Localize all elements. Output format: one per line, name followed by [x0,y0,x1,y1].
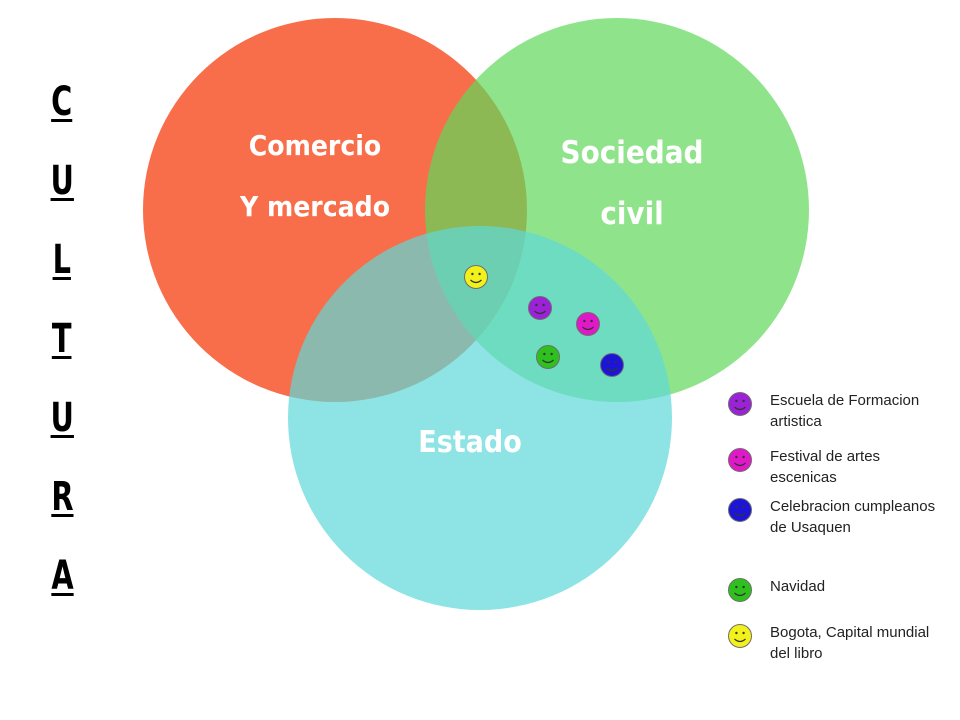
label-comercio-line1: Comercio [249,129,381,162]
smiley-magenta-icon [727,447,753,473]
label-estado: Estado [418,425,522,460]
smiley-yellow-icon [727,623,753,649]
title-letter: U [50,395,74,441]
legend-label: Bogota, Capital mundial del libro [770,624,930,662]
legend-item: Celebracion cumpleanos de Usaquen [726,496,950,538]
legend-item: Navidad [726,576,950,604]
smiley-magenta-icon [575,311,601,337]
legend-label: Celebracion cumpleanos de Usaquen [770,498,936,536]
title-letter: U [50,158,74,204]
smiley-purple-icon [527,295,553,321]
legend-item: Festival de artes escenicas [726,446,950,488]
label-sociedad-line1: Sociedad [561,135,704,171]
smiley-purple-icon [727,391,753,417]
title-letter: A [50,553,74,599]
title-letter: L [52,237,72,283]
smiley-green-icon [535,344,561,370]
legend-label: Festival de artes escenicas [770,448,881,486]
legend-label: Escuela de Formacion artistica [770,392,920,430]
title-letter: R [50,474,74,520]
vertical-title-cultura: C U L T U R A [30,78,94,631]
smiley-yellow-icon [463,264,489,290]
label-comercio-line2: Y mercado [239,190,390,223]
label-sociedad-line2: civil [600,196,663,232]
smiley-blue-icon [599,352,625,378]
smiley-blue-icon [727,497,753,523]
title-letter: T [52,316,72,362]
title-letter: C [51,79,73,125]
smiley-green-icon [727,577,753,603]
circle-estado [288,226,672,610]
legend-label: Navidad [770,578,826,595]
legend-item: Escuela de Formacion artistica [726,390,950,432]
legend-item: Bogota, Capital mundial del libro [726,622,950,664]
legend: Escuela de Formacion artistica Festival … [726,0,960,720]
